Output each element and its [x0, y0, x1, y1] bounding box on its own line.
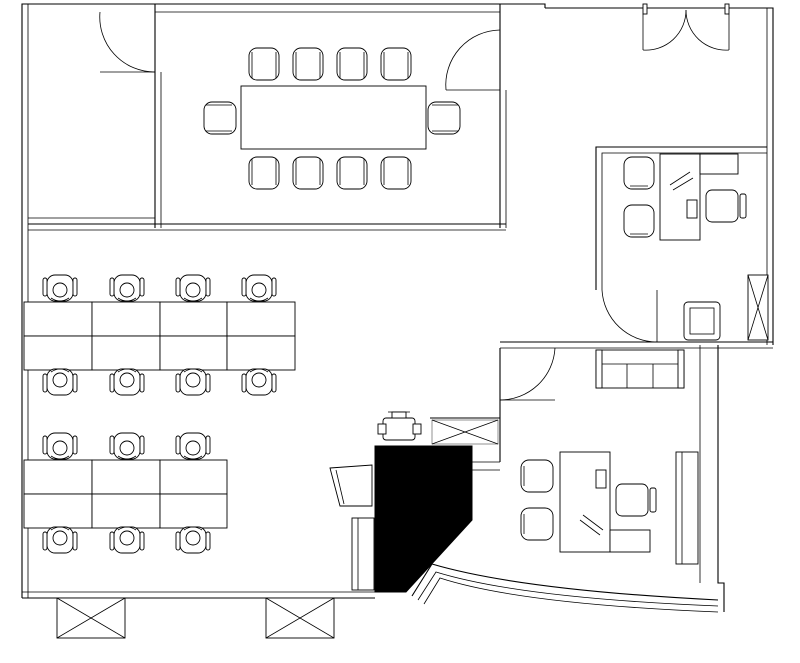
- conference-table: [240, 85, 427, 150]
- office1-desk: [659, 153, 701, 241]
- office1-guest-chair: [623, 204, 655, 238]
- office1-return: [699, 153, 739, 175]
- private-office-1: [500, 146, 773, 349]
- office1-bookshelf: [747, 274, 769, 341]
- desk-chair: [241, 368, 277, 396]
- desk: [159, 493, 228, 529]
- printer-icon: [377, 411, 422, 441]
- storage-cabinet: [351, 517, 375, 591]
- workstation-pod-lower: [23, 459, 228, 529]
- desk: [226, 335, 296, 371]
- wall-right-lower: [717, 345, 725, 612]
- desk-chair: [109, 432, 145, 460]
- desk-chair: [109, 368, 145, 396]
- desk: [91, 459, 161, 495]
- office1-side-chair: [683, 301, 721, 341]
- desk: [23, 493, 93, 529]
- desk: [23, 301, 93, 337]
- wall-top-left: [21, 3, 546, 598]
- desk: [91, 335, 161, 371]
- desk-chair: [42, 432, 78, 460]
- office2-guest-chair: [520, 507, 554, 541]
- conference-chair: [292, 156, 324, 190]
- conference-door-left[interactable]: [99, 11, 156, 73]
- lamp-icon: [579, 514, 604, 536]
- office1-desk-chair: [705, 189, 747, 223]
- office1-wall: [595, 146, 767, 290]
- conference-chair: [336, 156, 368, 190]
- desk-chair: [109, 526, 145, 554]
- private-office-2: [499, 347, 699, 565]
- reception: [329, 411, 719, 613]
- curved-glass-wall: [411, 563, 719, 601]
- copier: [329, 464, 373, 507]
- office2-bookshelf: [675, 451, 699, 565]
- phone-icon: [686, 199, 698, 219]
- desk: [23, 335, 93, 371]
- desk: [23, 459, 93, 495]
- desk: [159, 301, 228, 337]
- desk-chair: [241, 274, 277, 302]
- conference-chair: [203, 101, 237, 135]
- entry-double-door[interactable]: [642, 3, 730, 51]
- conference-chair: [292, 47, 324, 81]
- conference-door-right[interactable]: [445, 29, 501, 91]
- conference-chair: [248, 47, 280, 81]
- open-workspace: [23, 274, 296, 554]
- desk-chair: [175, 526, 211, 554]
- desk: [226, 301, 296, 337]
- conference-room: [28, 4, 507, 231]
- desk: [91, 301, 161, 337]
- service-core: [374, 445, 473, 593]
- desk-chair: [42, 368, 78, 396]
- desk-chair: [175, 432, 211, 460]
- office1-guest-chair: [623, 156, 655, 190]
- desk-chair: [175, 274, 211, 302]
- conference-chair: [380, 156, 412, 190]
- window-bay-right: [265, 597, 335, 639]
- workstation-pod-upper: [23, 301, 296, 371]
- conference-chair: [336, 47, 368, 81]
- desk-chair: [42, 526, 78, 554]
- conference-chair: [380, 47, 412, 81]
- wall-top-right: [545, 7, 774, 345]
- phone-icon: [595, 469, 607, 489]
- desk-chair: [175, 368, 211, 396]
- office2-return: [609, 529, 651, 553]
- desk: [159, 335, 228, 371]
- office2-sofa: [595, 349, 685, 389]
- conference-chair: [427, 101, 461, 135]
- office2-desk-chair: [615, 483, 657, 517]
- office2-door[interactable]: [499, 347, 556, 401]
- office1-door[interactable]: [601, 289, 658, 343]
- desk-chair: [109, 274, 145, 302]
- window-bay-left: [56, 597, 126, 639]
- conference-chair: [248, 156, 280, 190]
- desk-chair: [42, 274, 78, 302]
- office2-guest-chair: [520, 459, 554, 493]
- lamp-icon: [669, 171, 694, 191]
- desk: [159, 459, 228, 495]
- office2-desk: [559, 451, 611, 553]
- desk: [91, 493, 161, 529]
